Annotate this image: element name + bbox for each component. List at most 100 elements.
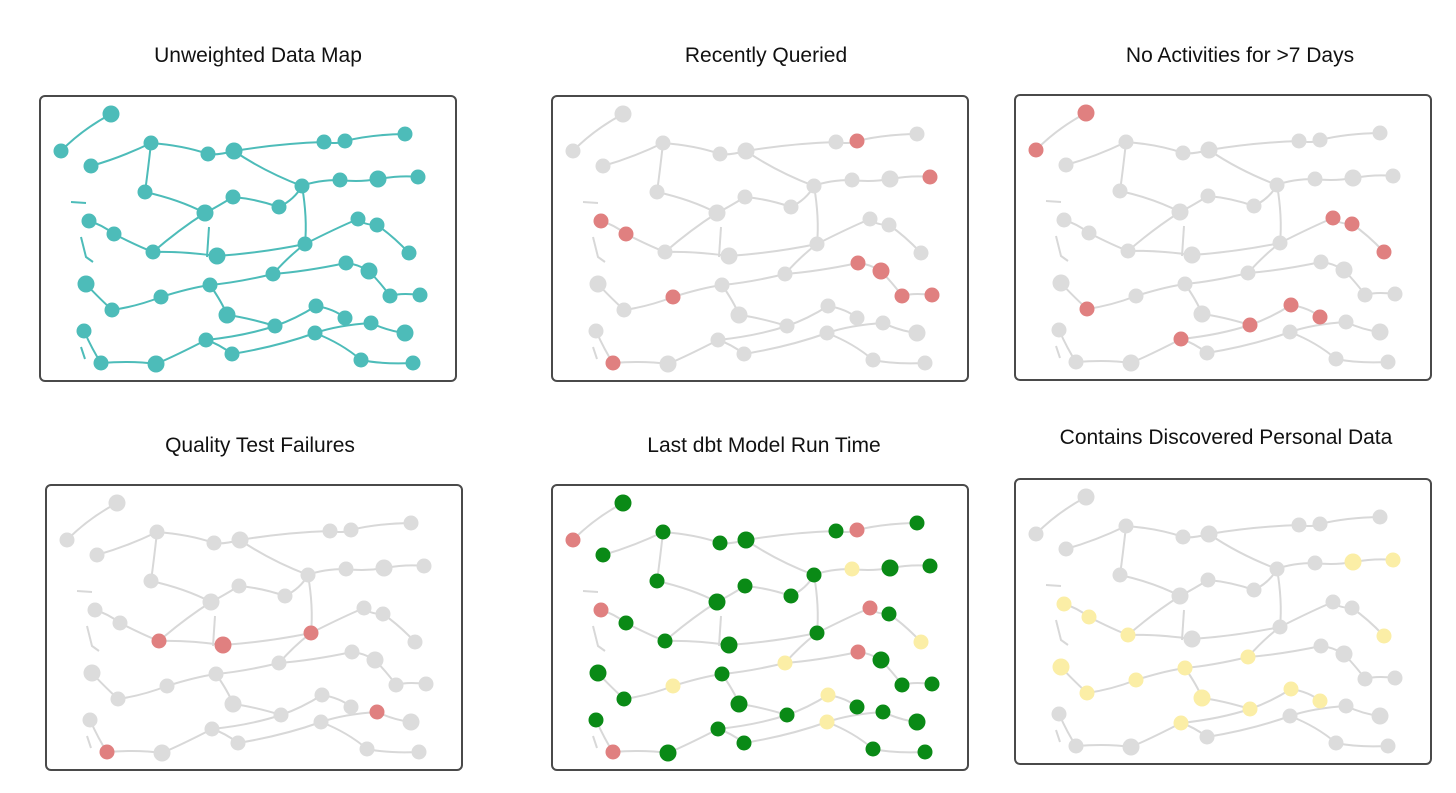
graph-edge [656,191,718,214]
graph-node-teal [224,346,240,362]
graph-node-grey [1128,288,1144,304]
graph-edge [813,185,819,245]
graph-edge [86,735,92,749]
graph-node-grey [1291,517,1307,533]
graph-node-teal [338,255,354,271]
graph-edge [662,531,721,544]
graph-node-green [881,559,899,577]
graph-edge [272,262,347,275]
graph-node-grey [208,666,224,682]
graph-edge [307,574,313,634]
graph-node-red [151,633,167,649]
graph-node-teal [337,133,353,149]
graph-edge [206,226,210,258]
graph-node-grey [908,324,926,342]
graph-edge [360,359,414,365]
graph-node-teal [308,298,324,314]
graph-node-grey [809,236,825,252]
graph-node-red [894,288,910,304]
graph-edge [1135,667,1186,681]
graph-node-teal [297,236,313,252]
graph-edge [721,662,786,675]
graph-node-grey [712,146,728,162]
graph-node-grey [300,567,316,583]
graph-node-grey [1240,265,1256,281]
graph-node-grey [89,547,105,563]
graph-node-grey [1177,276,1193,292]
graph-edge [222,632,312,646]
graph-node-teal [208,247,226,265]
graph-node-grey [143,573,159,589]
graph-node-green [737,578,753,594]
graph-edge [1208,533,1278,570]
graph-node-grey [1312,132,1328,148]
graph-edge [623,685,674,700]
graph-edge [1127,211,1181,252]
graph-node-grey [1328,351,1344,367]
graph-edge [572,113,624,152]
graph-node-grey [1183,246,1201,264]
graph-node-teal [350,211,366,227]
graph-edge [1319,132,1381,141]
graph-node-grey [1193,305,1211,323]
graph-node-red [214,636,232,654]
graph-node-red [850,255,866,271]
panel-title-3: No Activities for >7 Days [1125,44,1355,67]
graph-node-grey [1199,345,1215,361]
graph-edge [718,615,722,647]
graph-edge [86,625,100,652]
graph-node-grey [1313,254,1329,270]
graph-node-grey [322,523,338,539]
graph-edge [66,502,118,541]
graph-edge [205,325,276,341]
graph-edge [1184,272,1249,285]
graph-edge [1319,516,1381,525]
graph-edge [239,530,331,541]
graph-edge [233,150,303,187]
graph-node-red [618,226,634,242]
graph-node-teal [397,126,413,142]
graph-node-yellow [844,561,860,577]
graph-node-grey [1028,526,1044,542]
graph-node-green [894,677,910,693]
graph-edge [1206,715,1291,738]
graph-edge [1065,141,1127,166]
graph-node-grey [881,170,899,188]
graph-edge [717,714,788,730]
graph-node-teal [412,287,428,303]
graph-node-green [736,735,752,751]
graph-edge [592,346,598,360]
graph-node-grey [1371,707,1389,725]
graph-edge [237,721,322,744]
graph-edge [96,531,158,556]
graph-node-green [708,593,726,611]
graph-edge [743,332,828,355]
graph-edge [582,590,599,593]
data-map-panel-4 [45,484,463,771]
graph-node-green [616,691,632,707]
graph-node-teal [137,184,153,200]
graph-edge [1279,217,1334,244]
graph-edge [784,651,859,664]
graph-node-yellow [820,687,836,703]
graph-edge [1045,584,1062,587]
data-map-panel-1 [39,95,457,382]
graph-edge [1279,601,1334,628]
graph-node-grey [881,217,897,233]
graph-edge [1191,242,1281,256]
graph-edge [1276,568,1282,628]
graph-node-red [862,600,878,616]
graph-node-red [303,625,319,641]
graph-node-grey [1387,286,1403,302]
graph-edge [344,133,406,142]
graph-node-grey [714,277,730,293]
graph-node-grey [1325,594,1341,610]
graph-node-red [850,644,866,660]
graph-node-green [917,744,933,760]
graph-node-teal [369,170,387,188]
graph-edge [150,580,212,603]
graph-node-grey [777,266,793,282]
graph-node-grey [1175,529,1191,545]
graph-node-grey [231,531,249,549]
graph-node-grey [1058,157,1074,173]
